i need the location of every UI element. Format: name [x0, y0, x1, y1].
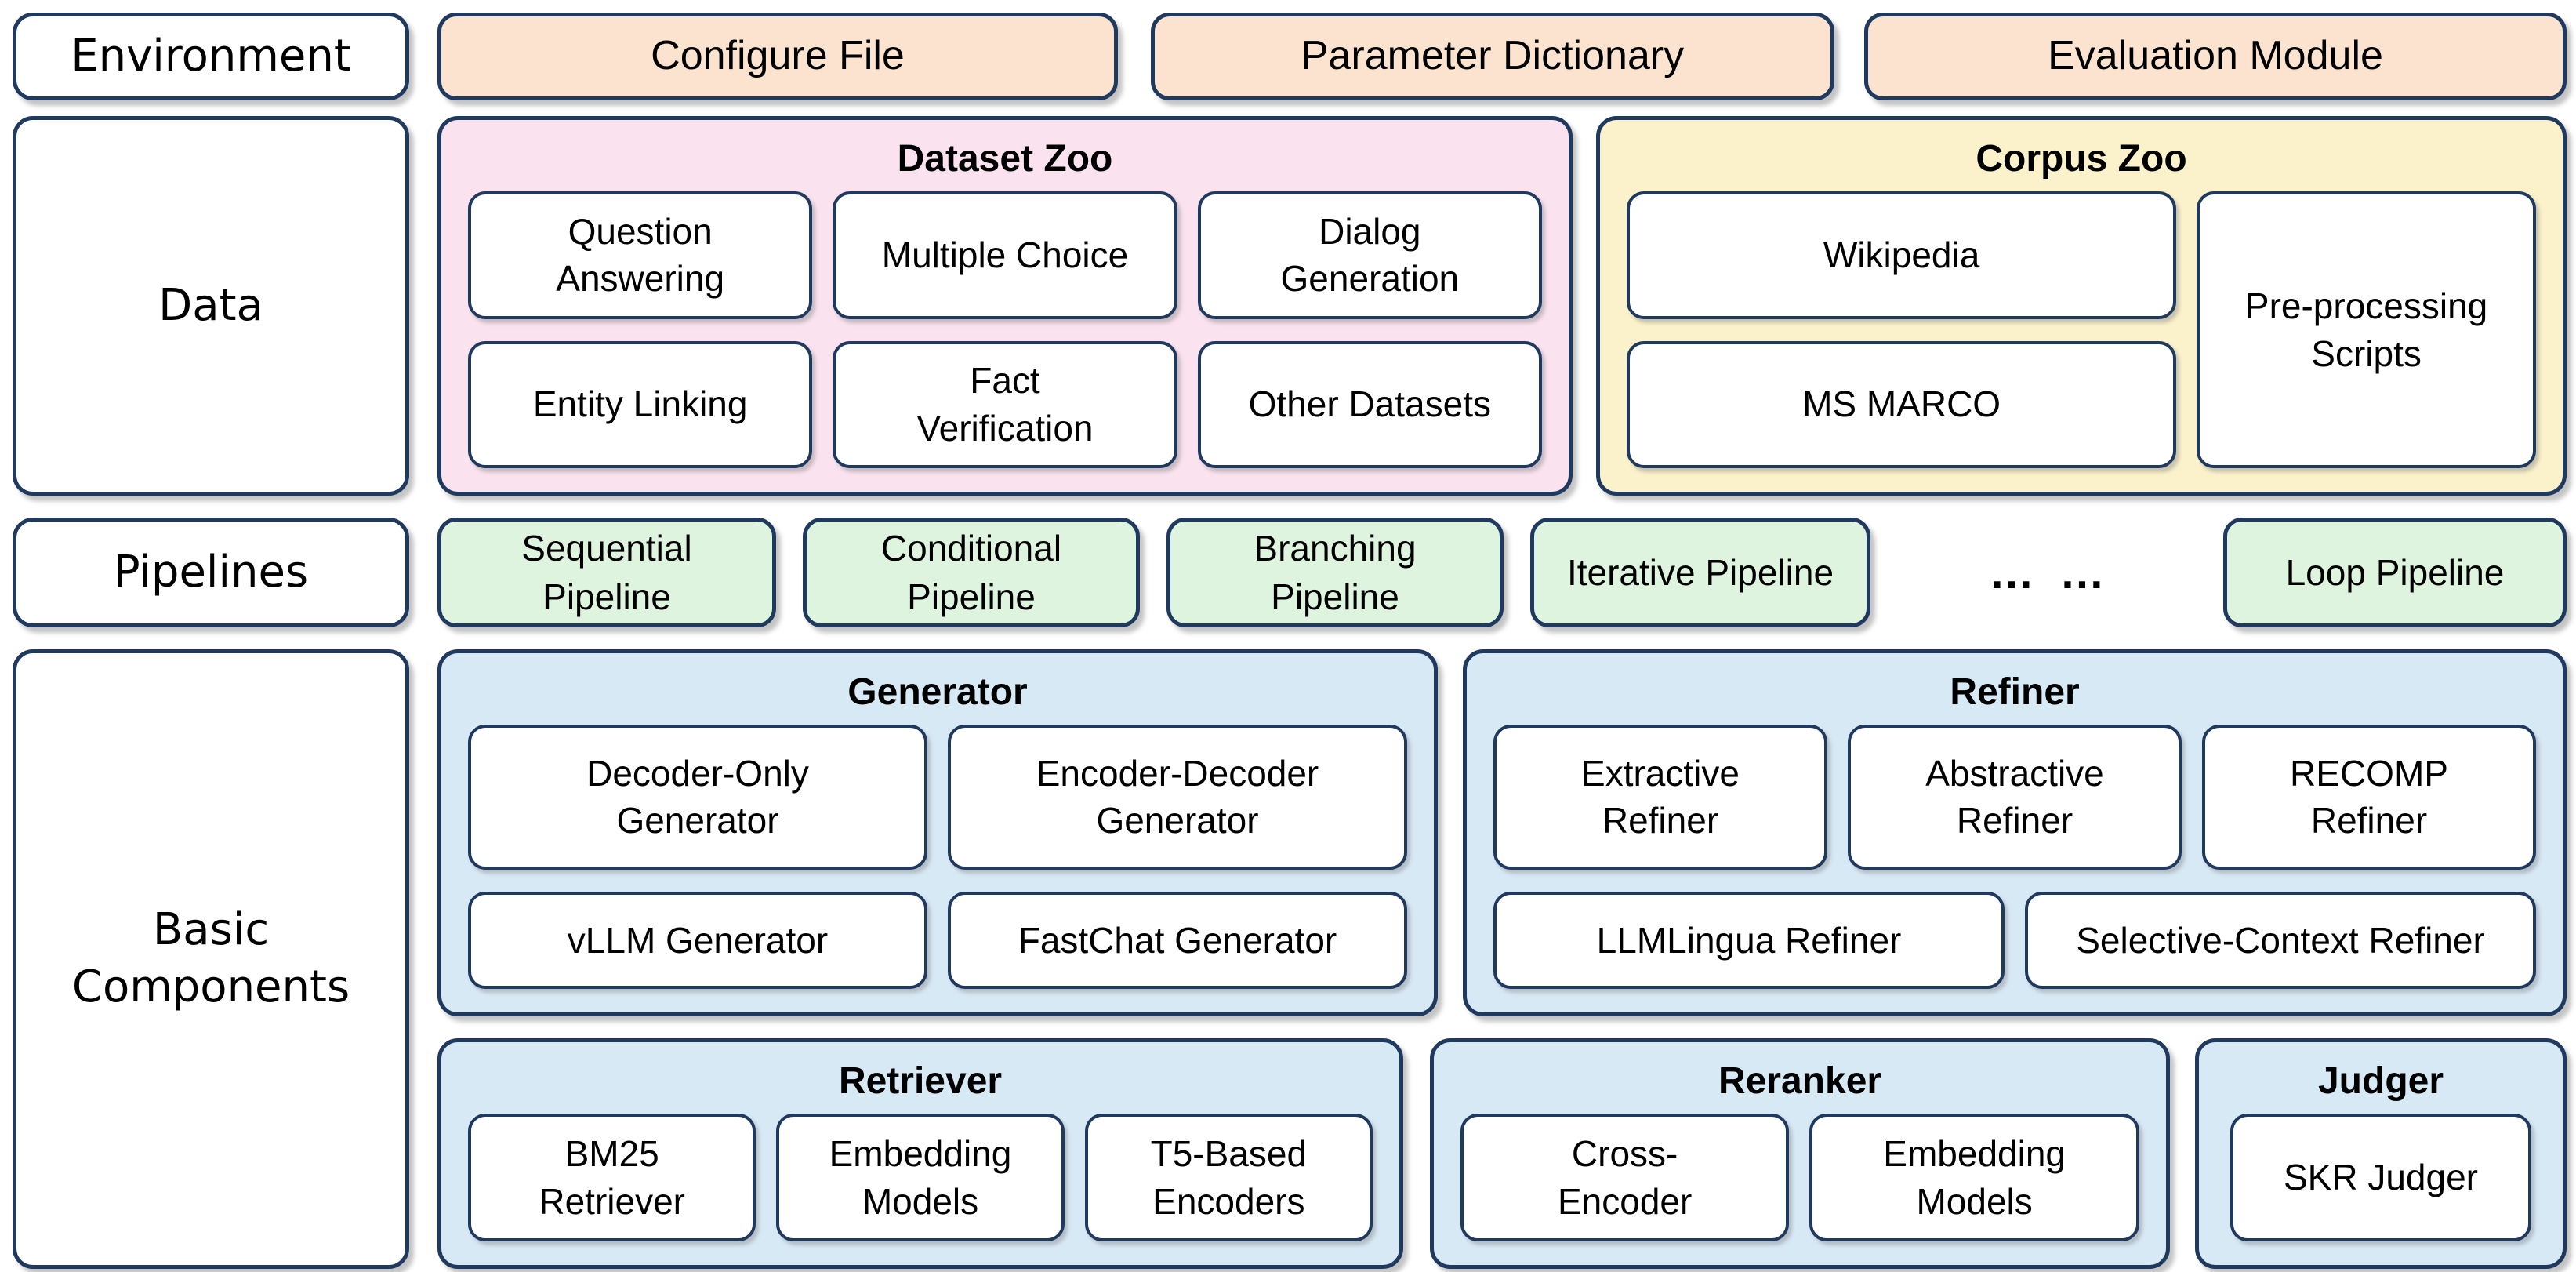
environment-box-evaluation-module: Evaluation Module [1864, 13, 2567, 100]
reranker-grid: Cross-Encoder Embedding Models [1460, 1114, 2139, 1241]
environment-box-configure-file: Configure File [437, 13, 1118, 100]
corpus-zoo-section: Corpus Zoo Wikipedia Pre-processing Scri… [1596, 116, 2567, 496]
pipelines-ellipsis: … … [1988, 547, 2112, 598]
dataset-box-other-datasets: Other Datasets [1197, 340, 1542, 468]
generator-box-vllm: vLLM Generator [468, 891, 927, 989]
dataset-box-question-answering: Question Answering [468, 191, 813, 319]
retriever-grid: BM25 Retriever Embedding Models T5-Based… [468, 1114, 1373, 1241]
dataset-box-fact-verification: Fact Verification [833, 340, 1177, 468]
generator-box-encoder-decoder: Encoder-Decoder Generator [948, 725, 1407, 870]
generator-box-decoder-only: Decoder-Only Generator [468, 725, 927, 870]
reranker-title: Reranker [1718, 1060, 1882, 1102]
retriever-box-bm25: BM25 Retriever [468, 1114, 756, 1241]
dataset-zoo-section: Dataset Zoo Question Answering Multiple … [437, 116, 1573, 496]
corpus-box-preprocessing-scripts: Pre-processing Scripts [2197, 191, 2536, 468]
retriever-box-t5-encoders: T5-Based Encoders [1084, 1114, 1373, 1241]
refiner-box-extractive: Extractive Refiner [1493, 725, 1827, 870]
dataset-zoo-grid: Question Answering Multiple Choice Dialo… [468, 191, 1542, 468]
row-label-pipelines: Pipelines [13, 518, 409, 627]
refiner-grid: Extractive Refiner Abstractive Refiner R… [1493, 725, 2536, 989]
pipeline-box-sequential: Sequential Pipeline [437, 518, 776, 627]
retriever-section: Retriever BM25 Retriever Embedding Model… [437, 1038, 1403, 1269]
row-label-basic-components: Basic Components [13, 649, 409, 1269]
retriever-box-embedding-models: Embedding Models [776, 1114, 1065, 1241]
dataset-zoo-title: Dataset Zoo [897, 138, 1113, 180]
judger-title: Judger [2317, 1060, 2444, 1102]
refiner-title: Refiner [1950, 671, 2080, 713]
corpus-zoo-grid: Wikipedia Pre-processing Scripts MS MARC… [1627, 191, 2536, 468]
refiner-box-recomp: RECOMP Refiner [2202, 725, 2536, 870]
row-label-environment: Environment [13, 13, 409, 100]
retriever-title: Retriever [838, 1060, 1003, 1102]
refiner-box-abstractive: Abstractive Refiner [1848, 725, 2182, 870]
corpus-zoo-title: Corpus Zoo [1976, 138, 2187, 180]
refiner-box-selective-context: Selective-Context Refiner [2025, 891, 2536, 989]
corpus-box-wikipedia: Wikipedia [1627, 191, 2177, 319]
environment-box-parameter-dictionary: Parameter Dictionary [1151, 13, 1834, 100]
corpus-box-ms-marco: MS MARCO [1627, 340, 2177, 468]
reranker-box-cross-encoder: Cross-Encoder [1460, 1114, 1790, 1241]
pipeline-box-iterative: Iterative Pipeline [1530, 518, 1870, 627]
pipeline-box-branching: Branching Pipeline [1166, 518, 1504, 627]
dataset-box-multiple-choice: Multiple Choice [833, 191, 1177, 319]
reranker-box-embedding-models: Embedding Models [1809, 1114, 2139, 1241]
judger-box-skr: SKR Judger [2230, 1114, 2531, 1241]
dataset-box-dialog-generation: Dialog Generation [1197, 191, 1542, 319]
refiner-section: Refiner Extractive Refiner Abstractive R… [1463, 649, 2567, 1016]
generator-title: Generator [847, 671, 1028, 713]
row-label-data: Data [13, 116, 409, 496]
pipeline-box-conditional: Conditional Pipeline [803, 518, 1140, 627]
generator-grid: Decoder-Only Generator Encoder-Decoder G… [468, 725, 1407, 989]
generator-box-fastchat: FastChat Generator [948, 891, 1407, 989]
judger-section: Judger SKR Judger [2195, 1038, 2567, 1269]
reranker-section: Reranker Cross-Encoder Embedding Models [1430, 1038, 2170, 1269]
pipeline-box-loop: Loop Pipeline [2223, 518, 2567, 627]
dataset-box-entity-linking: Entity Linking [468, 340, 813, 468]
judger-grid: SKR Judger [2226, 1114, 2536, 1241]
refiner-box-llmlingua: LLMLingua Refiner [1493, 891, 2005, 989]
generator-section: Generator Decoder-Only Generator Encoder… [437, 649, 1438, 1016]
